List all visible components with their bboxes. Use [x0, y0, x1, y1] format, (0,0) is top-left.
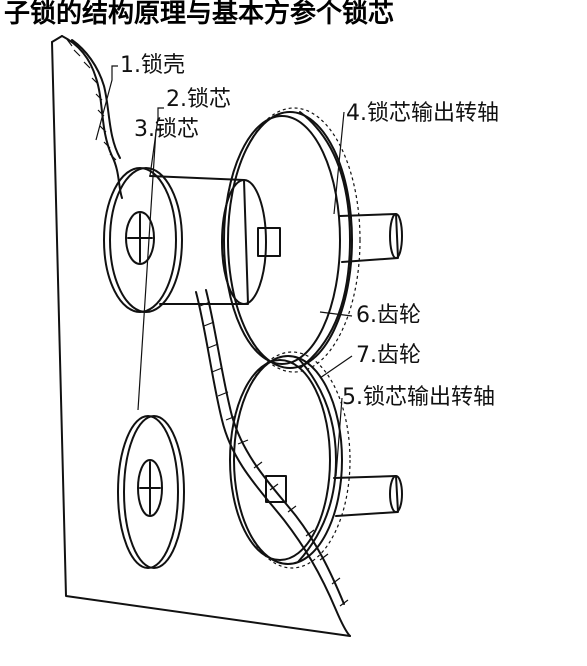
- label-output-shaft-4: 4.锁芯输出转轴: [346, 101, 499, 126]
- label-lock-core-3: 3.锁芯: [134, 117, 199, 142]
- lock-housing: [51, 35, 351, 637]
- upper-lock-core-face: [103, 167, 183, 313]
- label-gear-7: 7.齿轮: [356, 343, 421, 368]
- cropped-header-text: 子锁的结构原理与基本方参个锁芯: [4, 0, 394, 29]
- labels: 1.锁壳 2.锁芯 3.锁芯 4.锁芯输出转轴 6.齿轮 7.齿轮 5.锁芯输出…: [120, 53, 499, 410]
- lower-lock-core-face: [117, 415, 185, 569]
- label-lock-core-2: 2.锁芯: [166, 87, 231, 112]
- label-gear-6: 6.齿轮: [356, 303, 421, 328]
- leader-lines: [95, 65, 353, 477]
- label-output-shaft-5: 5.锁芯输出转轴: [342, 385, 495, 410]
- lower-gear: [229, 351, 351, 569]
- label-lock-housing: 1.锁壳: [120, 53, 185, 78]
- upper-gear: [223, 107, 361, 373]
- lower-output-shaft: [333, 475, 403, 517]
- lock-core-2: [149, 175, 281, 305]
